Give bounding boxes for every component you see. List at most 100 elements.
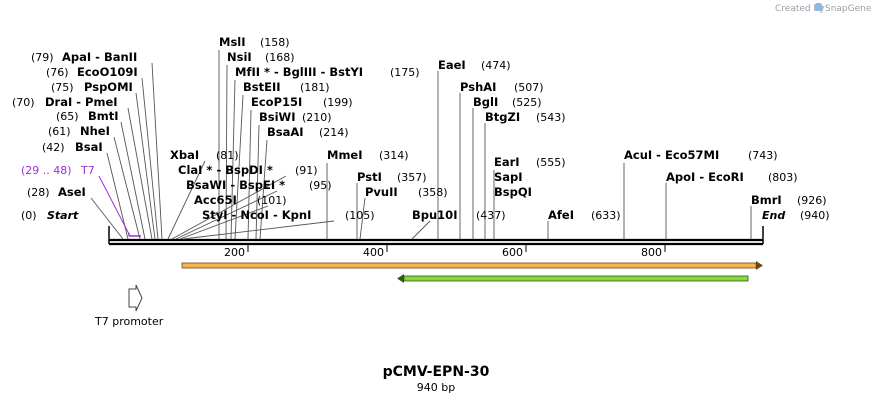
site-leader-line (411, 220, 431, 240)
site-name[interactable]: ClaI * - BspDI * (178, 163, 273, 177)
site-position: (199) (323, 96, 353, 109)
site-leader-line (135, 92, 156, 240)
site-name[interactable]: PvuII (365, 185, 398, 199)
site-position: (543) (536, 111, 566, 124)
site-leader-line (141, 77, 159, 240)
site-position: (175) (390, 66, 420, 79)
site-leader-line (120, 121, 146, 240)
site-leader-line (259, 139, 268, 240)
site-position: (525) (512, 96, 542, 109)
tick-600: 600 (502, 246, 523, 259)
site-position: (91) (295, 164, 318, 177)
site-name[interactable]: Acc65I (194, 193, 237, 207)
site-position: (95) (309, 179, 332, 192)
site-position: (633) (591, 209, 621, 222)
site-name[interactable]: Start (47, 209, 79, 222)
site-leader-line (90, 197, 124, 240)
site-name[interactable]: BglI (473, 95, 498, 109)
plasmid-length: 940 bp (417, 381, 455, 394)
site-position: (0) (21, 209, 37, 222)
site-name[interactable]: DraI - PmeI (45, 95, 118, 109)
site-leader-line (182, 220, 335, 240)
site-name[interactable]: MslI (219, 35, 246, 49)
tick-400: 400 (363, 246, 384, 259)
site-name[interactable]: BtgZI (485, 110, 520, 124)
site-position: (210) (302, 111, 332, 124)
site-name[interactable]: EcoP15I (251, 95, 302, 109)
site-position: (474) (481, 59, 511, 72)
site-position: (65) (56, 110, 79, 123)
site-position: (437) (476, 209, 506, 222)
site-position: (61) (48, 125, 71, 138)
site-name[interactable]: AcuI - Eco57MI (624, 148, 719, 162)
credit-brand: SnapGene (825, 4, 872, 14)
tick-200: 200 (224, 246, 245, 259)
site-name[interactable]: ApoI - EcoRI (666, 170, 744, 184)
site-name[interactable]: BstEII (243, 80, 281, 94)
site-position: (940) (800, 209, 830, 222)
site-name[interactable]: PspOMI (84, 80, 133, 94)
site-leader-line (179, 205, 269, 240)
t7-label-group: (29 .. 48) T7 (21, 164, 130, 235)
site-name[interactable]: StyI - NcoI - KpnI (202, 208, 311, 222)
site-name[interactable]: ApaI - BanII (62, 50, 137, 64)
t7-name: T7 (80, 164, 95, 177)
backbone (108, 226, 764, 246)
t7-promoter-icon[interactable] (128, 284, 143, 312)
site-position: (101) (257, 194, 287, 207)
site-name[interactable]: BspQI (494, 185, 532, 199)
site-position: (70) (12, 96, 35, 109)
site-leader-line (255, 124, 260, 240)
site-name[interactable]: PstI (357, 170, 382, 184)
site-name[interactable]: MfII * - BglIII - BstYI (235, 65, 363, 79)
site-position: (743) (748, 149, 778, 162)
site-name[interactable]: BsaWI - BspEI * (186, 178, 285, 192)
site-name[interactable]: NheI (80, 124, 110, 138)
snapgene-logo-icon (814, 3, 823, 11)
site-position: (28) (27, 186, 50, 199)
site-name[interactable]: SapI (494, 170, 523, 184)
site-name[interactable]: NsiI (227, 50, 252, 64)
site-name[interactable]: AseI (58, 185, 86, 199)
site-name[interactable]: MmeI (327, 148, 363, 162)
site-position: (105) (345, 209, 375, 222)
green-feature-arrow[interactable] (397, 274, 749, 283)
credit-prefix: Created by (775, 4, 825, 14)
site-leader-line (127, 107, 153, 240)
site-name[interactable]: BmrI (751, 193, 782, 207)
site-name[interactable]: BsaI (75, 140, 103, 154)
site-leader-line (359, 197, 366, 240)
site-position: (158) (260, 36, 290, 49)
site-position: (214) (319, 126, 349, 139)
site-name[interactable]: BmtI (88, 109, 119, 123)
orange-feature-arrow[interactable] (181, 261, 763, 270)
site-name[interactable]: Bpu10I (412, 208, 457, 222)
tick-800: 800 (641, 246, 662, 259)
ruler: 200 400 600 800 (224, 244, 666, 259)
t7-promoter-label: T7 promoter (94, 315, 164, 328)
site-position: (314) (379, 149, 409, 162)
site-leader-line (171, 175, 287, 240)
site-name[interactable]: XbaI (170, 148, 199, 162)
site-position: (81) (216, 149, 239, 162)
restriction-site-labels: (0)Start(28)AseI(42)BsaI(61)NheI(65)BmtI… (12, 35, 830, 222)
site-leader-line (225, 64, 228, 240)
site-name[interactable]: AfeI (548, 208, 574, 222)
site-name[interactable]: EcoO109I (77, 65, 138, 79)
site-name[interactable]: EaeI (438, 58, 466, 72)
site-position: (181) (300, 81, 330, 94)
site-position: (79) (31, 51, 54, 64)
site-name[interactable]: End (762, 209, 785, 222)
site-name[interactable]: BsaAI (267, 125, 304, 139)
site-position: (507) (514, 81, 544, 94)
site-leader-line (167, 160, 206, 240)
site-leader-line (151, 62, 163, 240)
site-name[interactable]: EarI (494, 155, 520, 169)
site-leader-line (113, 136, 141, 240)
site-position: (803) (768, 171, 798, 184)
site-position: (357) (397, 171, 427, 184)
site-position: (76) (46, 66, 69, 79)
site-name[interactable]: PshAI (460, 80, 496, 94)
site-name[interactable]: BsiWI (259, 110, 296, 124)
